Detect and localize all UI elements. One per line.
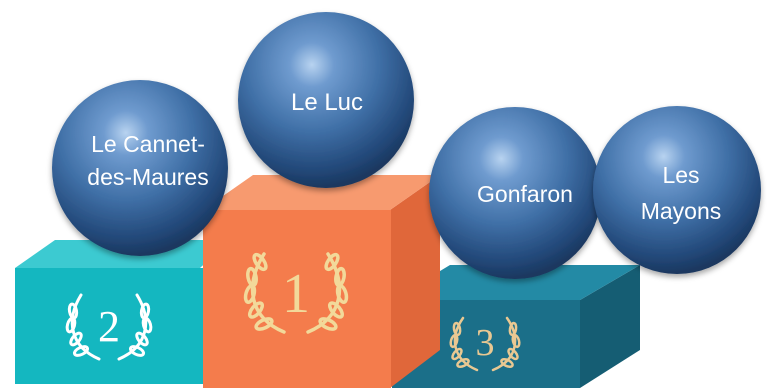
podium-third-side — [580, 265, 640, 388]
ball-label: Mayons — [641, 198, 722, 224]
ball-label: Le Luc — [291, 89, 363, 116]
ball-label: Le Cannet- — [91, 131, 205, 157]
podium-first-top — [203, 175, 440, 210]
ball-gonfaron: Gonfaron — [429, 107, 601, 279]
podium-first: 1 — [203, 175, 440, 388]
podium-second: 2 — [15, 240, 230, 384]
ball-label: des-Maures — [87, 164, 208, 190]
ball-le-luc: Le Luc — [238, 12, 414, 188]
podium-second-front — [15, 268, 203, 384]
podium-first-side — [390, 175, 440, 388]
podium-third-top — [392, 265, 640, 300]
ball-le-cannet-des-maures: Le Cannet- des-Maures — [52, 80, 228, 256]
ball-label: Les — [662, 162, 699, 188]
rank-third: 3 — [476, 322, 495, 364]
podium-first-front — [203, 210, 391, 388]
laurel-wreath-icon: 3 — [449, 316, 521, 372]
rank-second: 2 — [98, 302, 120, 351]
ball-les-mayons: Les Mayons — [593, 106, 761, 274]
laurel-wreath-icon: 2 — [65, 293, 153, 361]
ball-label: Gonfaron — [477, 181, 573, 207]
rank-first: 1 — [282, 263, 310, 325]
laurel-wreath-icon: 1 — [243, 252, 349, 334]
